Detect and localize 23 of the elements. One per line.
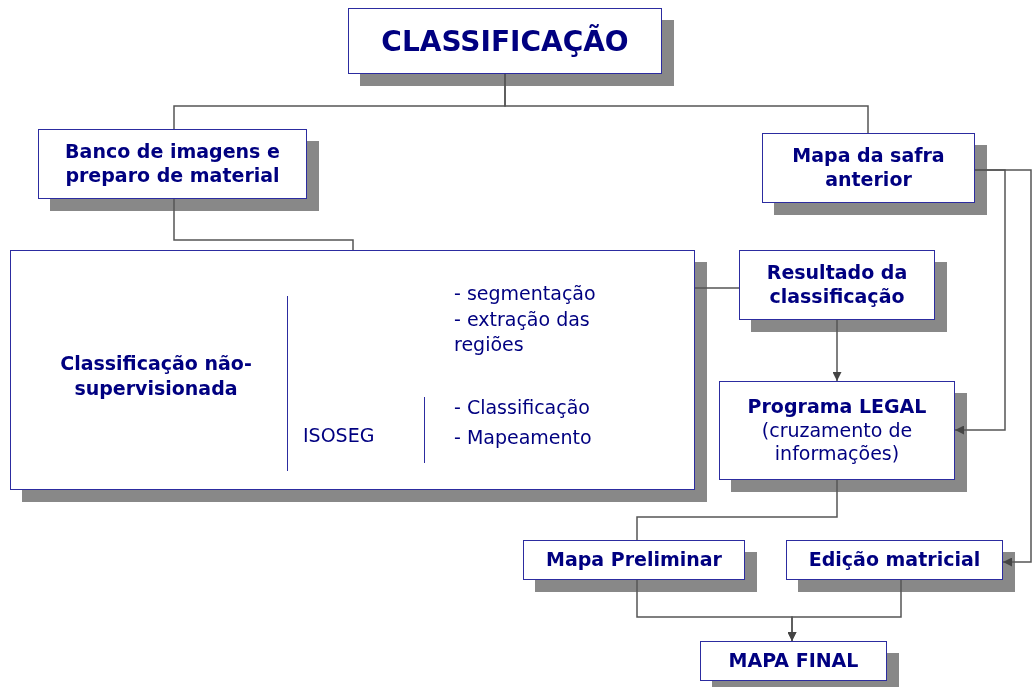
box-text: - Mapeamento xyxy=(454,425,593,450)
connector-line xyxy=(832,319,842,382)
box-heading: Resultado da classificação xyxy=(765,261,909,309)
box-heading: Programa LEGAL xyxy=(747,394,927,419)
box-heading: Classificação não-supervisionada xyxy=(59,351,253,401)
box-text: - extração das regiões xyxy=(454,307,591,357)
box-text: - Classificação xyxy=(454,395,591,420)
box-text: ISOSEG xyxy=(303,423,376,448)
box-heading: Mapa Preliminar xyxy=(546,548,722,572)
box-heading: Banco de imagens e preparo de material xyxy=(64,140,281,188)
box-heading: Edição matricial xyxy=(808,548,981,572)
box-heading: CLASSIFICAÇÃO xyxy=(381,23,629,59)
connector-line xyxy=(694,287,740,289)
box-heading: Mapa da safra anterior xyxy=(791,144,946,192)
connector-line xyxy=(636,479,838,541)
connector-line xyxy=(173,198,354,251)
box-text: - segmentação xyxy=(454,281,597,306)
connector-line xyxy=(504,73,869,134)
connector-line xyxy=(787,579,902,642)
box-text: (cruzamento de informações) xyxy=(760,418,914,467)
connector-line xyxy=(954,169,1006,435)
box-heading: MAPA FINAL xyxy=(728,649,859,673)
connector-line xyxy=(974,169,1032,567)
